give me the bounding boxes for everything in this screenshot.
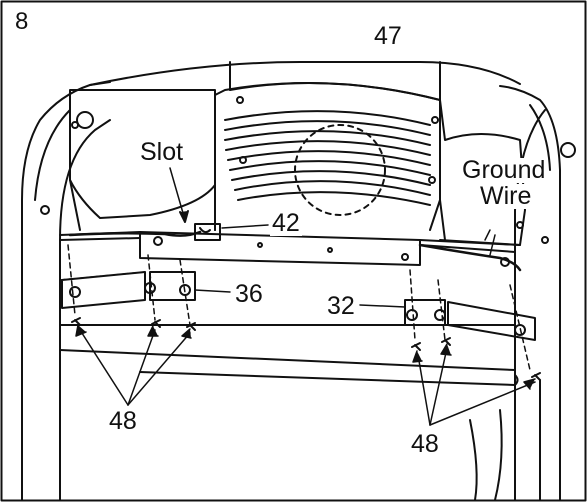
callout-slot: Slot — [138, 138, 186, 166]
right-upright — [499, 85, 576, 501]
callout-ground-wire-line1: Ground — [460, 156, 548, 184]
slot-wire — [68, 167, 202, 237]
hood-top — [89, 61, 521, 101]
callout-48-left: 48 — [107, 407, 139, 435]
leader-48-right — [412, 343, 536, 426]
callout-leaders — [194, 224, 491, 308]
motor-hood-47 — [214, 81, 441, 231]
callout-48-right: 48 — [409, 430, 441, 458]
leader-48-left — [75, 324, 192, 406]
callout-47: 47 — [374, 22, 402, 50]
callout-ground-wire-line2: Wire — [478, 182, 534, 210]
screws-48 — [71, 317, 541, 381]
callout-32: 32 — [325, 292, 357, 320]
ground-wire — [418, 234, 522, 272]
alignment-lines — [59, 244, 531, 371]
callout-42: 42 — [270, 209, 302, 237]
left-upright — [21, 81, 111, 501]
lower-frame — [59, 324, 541, 501]
callout-36: 36 — [233, 280, 265, 308]
step-number: 8 — [15, 8, 29, 35]
